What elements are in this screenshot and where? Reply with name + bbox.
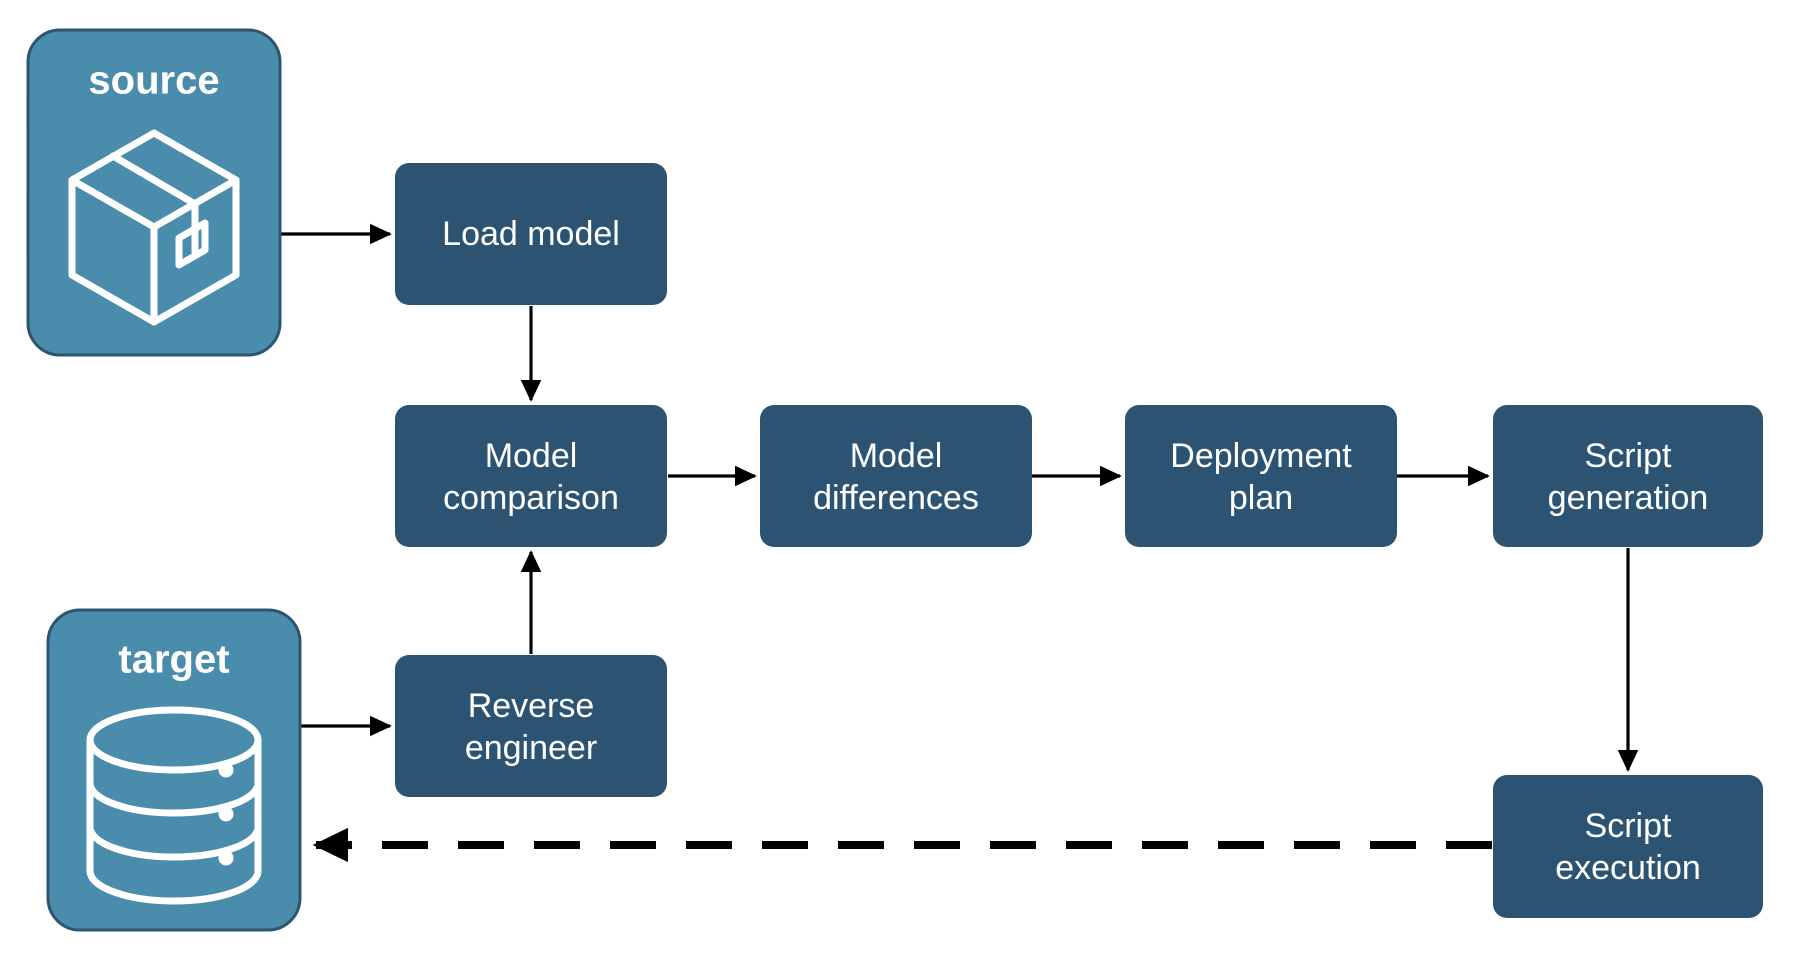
- node-deployment-plan[interactable]: Deployment plan: [1125, 405, 1397, 547]
- load-model-box[interactable]: [395, 163, 667, 305]
- script-generation-label-line-2: generation: [1548, 479, 1709, 517]
- model-comparison-label-line-1: Model: [485, 437, 578, 475]
- script-execution-label-line-1: Script: [1585, 807, 1672, 845]
- deployment-plan-label-line-2: plan: [1229, 479, 1293, 517]
- model-differences-label-line-2: differences: [813, 479, 979, 517]
- node-reverse-engineer[interactable]: Reverse engineer: [395, 655, 667, 797]
- database-status-dot: [218, 762, 234, 778]
- script-generation-box[interactable]: [1493, 405, 1763, 547]
- script-execution-box[interactable]: [1493, 775, 1763, 918]
- reverse-engineer-box[interactable]: [395, 655, 667, 797]
- model-differences-label-line-1: Model: [850, 437, 943, 475]
- reverse-engineer-label-line-1: Reverse: [468, 687, 595, 725]
- load-model-label-line-1: Load model: [442, 215, 620, 253]
- connector-layer: [281, 223, 1639, 863]
- node-model-differences[interactable]: Model differences: [760, 405, 1032, 547]
- reverse-engineer-label-line-2: engineer: [465, 729, 597, 767]
- database-cylinder-icon: [86, 706, 262, 905]
- model-comparison-label-line-2: comparison: [443, 479, 619, 517]
- source-box[interactable]: [26, 28, 282, 357]
- node-script-generation[interactable]: Script generation: [1493, 405, 1763, 547]
- node-source[interactable]: source: [26, 28, 282, 357]
- node-model-comparison[interactable]: Model comparison: [395, 405, 667, 547]
- deployment-plan-box[interactable]: [1125, 405, 1397, 547]
- target-label: target: [118, 638, 229, 682]
- source-label: source: [88, 59, 219, 103]
- node-script-execution[interactable]: Script execution: [1493, 775, 1763, 918]
- model-differences-box[interactable]: [760, 405, 1032, 547]
- database-status-dot: [218, 806, 234, 822]
- model-comparison-box[interactable]: [395, 405, 667, 547]
- node-load-model[interactable]: Load model: [395, 163, 667, 305]
- node-target[interactable]: target: [46, 608, 302, 932]
- deployment-plan-label-line-1: Deployment: [1170, 437, 1352, 475]
- package-box-icon: [68, 129, 240, 326]
- database-status-dot: [218, 850, 234, 866]
- script-execution-label-line-2: execution: [1555, 849, 1701, 887]
- script-generation-label-line-1: Script: [1585, 437, 1672, 475]
